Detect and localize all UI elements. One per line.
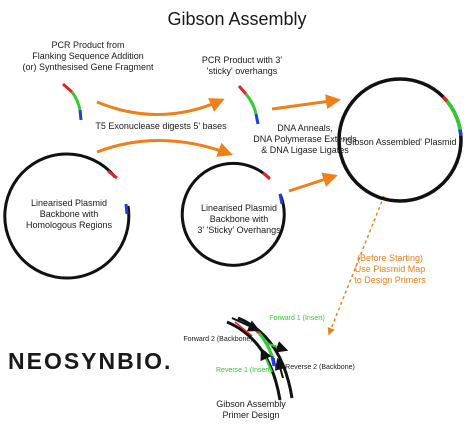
reverse1-primer-label: Reverse 1 (Insert) — [215, 367, 273, 374]
primer-design-caption: Gibson Assembly Primer Design — [216, 399, 286, 420]
primer-design-graphic — [226, 316, 294, 401]
assembled-plasmid-label: 'Gibson Assembled' Plasmid — [343, 137, 457, 147]
sticky-insert-fragment — [237, 85, 260, 125]
forward2-primer-label: Forward 2 (Backbone) — [183, 336, 253, 343]
assembled-plasmid — [337, 77, 463, 203]
before-starting-note: (Before Starting) Use Plasmid Map to Des… — [354, 253, 426, 285]
sticky-overhang-label: PCR Product with 3' 'sticky' overhangs — [201, 55, 283, 76]
t5-exonuclease-label: T5 Exonuclease digests 5' bases — [95, 121, 227, 131]
arrow-overhang-to-assembled — [288, 172, 338, 193]
anneal-ligate-label: DNA Anneals, DNA Polymerase Extends & DN… — [253, 123, 357, 155]
overhang-plasmid-label: Linearised Plasmid Backbone with 3' 'Sti… — [197, 203, 281, 235]
forward1-primer-label: Forward 1 (Insert) — [269, 315, 325, 322]
linearised-plasmid — [3, 152, 131, 280]
arrow-pcr-to-sticky — [96, 98, 225, 116]
arrow-sticky-to-assembled — [271, 94, 341, 111]
insert-fragment — [62, 82, 83, 121]
overhang-plasmid — [180, 161, 286, 267]
neosynbio-logo: NEOSYNBIO. — [8, 348, 173, 374]
arrow-linear-to-overhang — [96, 139, 233, 157]
arrow-map-to-primers — [327, 195, 385, 336]
reverse2-primer-label: Reverse 2 (Backbone) — [285, 364, 355, 371]
page-title: Gibson Assembly — [167, 9, 307, 29]
pcr-product-label: PCR Product from Flanking Sequence Addit… — [22, 40, 154, 72]
linearised-plasmid-label: Linearised Plasmid Backbone with Homolog… — [25, 198, 113, 230]
